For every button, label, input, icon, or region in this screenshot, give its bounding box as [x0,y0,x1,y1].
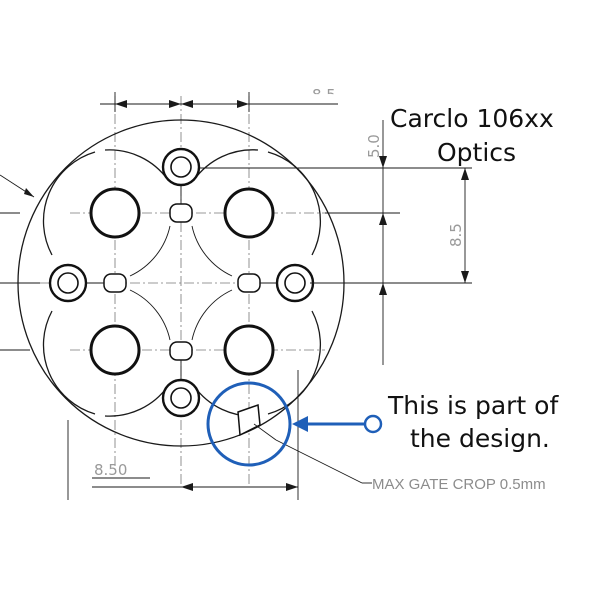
right-extension-lines [0,167,472,351]
dim-text-8-5: 8.5 [447,223,465,247]
dim-5-0: 5.0 [365,120,387,365]
callout-text-line-1: This is part of [387,391,559,420]
title-line-1: Carclo 106xx [390,104,554,133]
top-dimension: 8.5 [100,86,338,112]
dim-8-5: 8.5 [447,168,469,283]
title-line-2: Optics [437,138,516,167]
locating-bosses [48,147,315,418]
gate-note-leader [275,439,372,484]
lens-holes [89,187,275,376]
gate-point [237,403,261,437]
blue-callout [206,381,383,467]
top-partial-dim: 8.5 [312,86,336,104]
runner-gates [86,186,282,380]
dim-8-50: 8.50 [67,370,299,500]
dim-text-8-50: 8.50 [94,461,127,479]
gate-crop-note: MAX GATE CROP 0.5mm [372,476,546,493]
callout-text-line-2: the design. [410,424,550,453]
dim-text-5-0: 5.0 [365,134,383,158]
